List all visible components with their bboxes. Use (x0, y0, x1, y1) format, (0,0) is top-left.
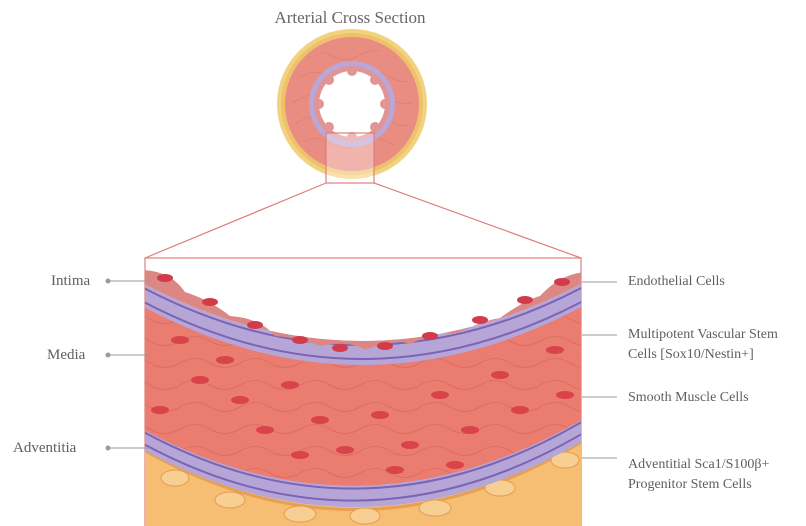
label-adventitial-line2: Progenitor Stem Cells (628, 475, 752, 495)
zoom-line-left (145, 183, 326, 258)
label-intima: Intima (51, 271, 90, 291)
zoom-line-right (374, 183, 581, 258)
label-adventitial-line1: Adventitial Sca1/S100β+ (628, 455, 769, 475)
label-endothelial-cells: Endothelial Cells (628, 272, 725, 292)
zoom-region-box (326, 133, 374, 183)
zoomed-wall (140, 270, 585, 526)
label-adventitia: Adventitia (13, 438, 76, 458)
label-vascular-stem-line1: Multipotent Vascular Stem (628, 325, 778, 345)
diagram-title: Arterial Cross Section (0, 8, 700, 28)
pointer-dots (106, 279, 111, 451)
label-media: Media (47, 345, 85, 365)
label-vascular-stem-line2: Cells [Sox10/Nestin+] (628, 345, 754, 365)
label-smooth-muscle-cells: Smooth Muscle Cells (628, 388, 749, 408)
